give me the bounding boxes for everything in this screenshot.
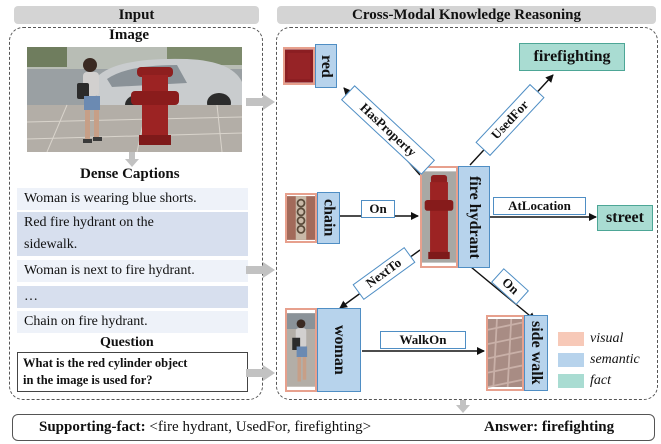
- red-texture-image: [283, 47, 315, 85]
- legend-swatch-semantic: [558, 353, 584, 367]
- sidewalk-image: [486, 315, 524, 391]
- dense-captions-title: Dense Captions: [80, 166, 180, 182]
- question-line: in the image is used for?: [23, 373, 153, 387]
- right-arrow-icon: [246, 94, 275, 110]
- input-header: Input: [14, 6, 259, 24]
- answer: Answer: firefighting: [484, 419, 614, 436]
- node-side-walk-label: side walk: [528, 321, 545, 385]
- legend: visual semantic fact: [554, 328, 654, 396]
- legend-label: fact: [590, 373, 611, 388]
- node-red: red: [315, 44, 337, 88]
- relation-at-location: AtLocation: [493, 197, 586, 215]
- relation-on-chain: On: [361, 200, 395, 218]
- chain-image: [285, 193, 317, 243]
- supporting-fact-label: Supporting-fact:: [39, 419, 146, 435]
- node-chain-label: chain: [320, 199, 338, 237]
- supporting-fact-value: <fire hydrant, UsedFor, firefighting>: [149, 419, 372, 435]
- caption-item: Woman is next to fire hydrant.: [17, 260, 248, 282]
- input-panel: [9, 27, 263, 400]
- legend-swatch-fact: [558, 374, 584, 388]
- caption-item-continued: sidewalk.: [17, 234, 248, 256]
- node-woman-label: woman: [331, 325, 348, 375]
- node-street: street: [597, 205, 653, 231]
- caption-item: Woman is wearing blue shorts.: [17, 188, 248, 210]
- reasoning-header: Cross-Modal Knowledge Reasoning: [277, 6, 656, 24]
- image-title: Image: [109, 27, 149, 43]
- woman-image: [285, 308, 317, 392]
- scene-photo: [27, 47, 242, 152]
- answer-value: firefighting: [541, 419, 615, 435]
- question-title: Question: [100, 335, 154, 350]
- question-line: What is the red cylinder object: [23, 356, 188, 370]
- node-chain: chain: [317, 192, 340, 244]
- node-fire-hydrant-label: fire hydrant: [466, 175, 483, 259]
- legend-label: visual: [590, 331, 624, 346]
- node-fire-hydrant: fire hydrant: [458, 166, 490, 268]
- supporting-fact: Supporting-fact: <fire hydrant, UsedFor,…: [39, 419, 371, 436]
- node-firefighting: firefighting: [519, 43, 625, 71]
- result-bar: Supporting-fact: <fire hydrant, UsedFor,…: [12, 414, 655, 441]
- legend-label: semantic: [590, 352, 640, 367]
- node-woman: woman: [317, 308, 361, 392]
- caption-item: Red fire hydrant on the: [17, 212, 248, 234]
- relation-walk-on: WalkOn: [380, 331, 466, 349]
- reasoning-panel: [276, 27, 658, 400]
- node-red-label: red: [318, 54, 335, 78]
- right-arrow-icon: [246, 262, 275, 278]
- down-arrow-icon: [125, 152, 139, 167]
- node-side-walk: side walk: [524, 315, 548, 391]
- fire-hydrant-image: [420, 166, 458, 268]
- caption-item: …: [17, 286, 248, 308]
- question-box: What is the red cylinder object in the i…: [17, 352, 248, 392]
- down-arrow-icon: [456, 400, 470, 413]
- right-arrow-icon: [246, 365, 275, 381]
- legend-swatch-visual: [558, 332, 584, 346]
- answer-label: Answer:: [484, 419, 539, 435]
- caption-item: Chain on fire hydrant.: [17, 311, 248, 333]
